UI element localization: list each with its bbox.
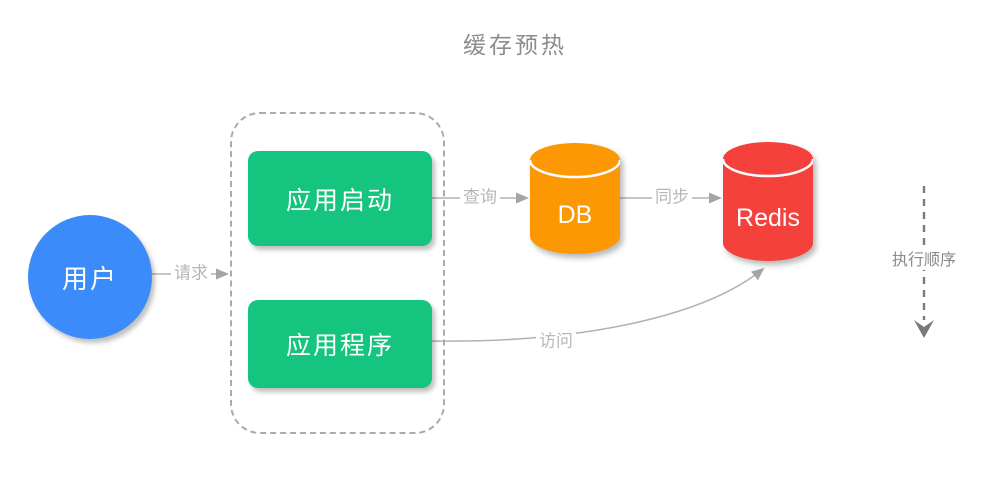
- node-redis: Redis: [723, 142, 813, 262]
- node-db: DB: [530, 143, 620, 255]
- node-user: 用户: [28, 215, 152, 339]
- node-app-program: 应用程序: [248, 300, 432, 388]
- execution-order-arrowhead-icon: [914, 320, 934, 338]
- node-db-label: DB: [557, 201, 593, 230]
- diagram-title: 缓存预热: [463, 32, 567, 58]
- node-app-start-label: 应用启动: [285, 186, 394, 215]
- app-group-container: [230, 112, 445, 434]
- node-redis-label: Redis: [736, 204, 800, 233]
- edge-sync-label: 同步: [652, 188, 692, 208]
- edge-access-label: 访问: [536, 332, 576, 352]
- edge-access-line: [431, 267, 765, 342]
- database-cylinder-icon: [723, 142, 813, 261]
- edge-query-label: 查询: [460, 188, 500, 208]
- node-user-label: 用户: [61, 263, 118, 294]
- node-app-start: 应用启动: [248, 151, 432, 246]
- edge-request-label: 请求: [171, 264, 211, 284]
- node-app-program-label: 应用程序: [285, 332, 394, 360]
- database-cylinder-icon: [530, 143, 620, 254]
- execution-order-label: 执行顺序: [888, 246, 960, 270]
